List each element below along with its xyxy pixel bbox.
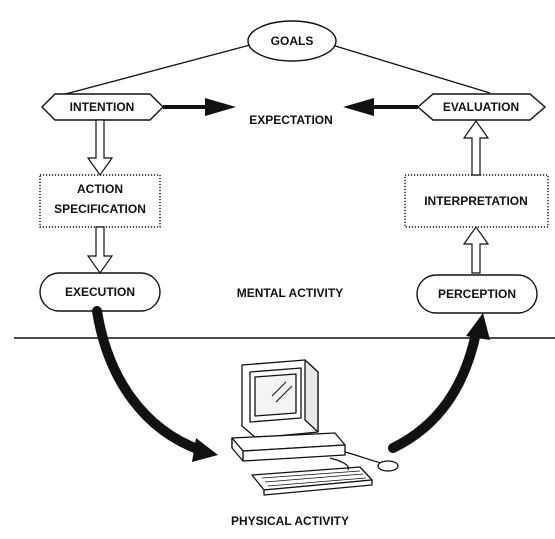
action-specification-label-line2: SPECIFICATION — [54, 202, 146, 216]
action-to-execution-arrow — [86, 226, 114, 275]
interpretation-to-evaluation-arrow — [462, 119, 490, 176]
perception-node: PERCEPTION — [416, 274, 538, 314]
intention-to-expectation-arrow — [163, 98, 236, 116]
action-specification-label-line1: ACTION — [77, 182, 123, 196]
intention-node: INTENTION — [41, 93, 164, 121]
evaluation-node: EVALUATION — [416, 93, 547, 121]
computer-icon — [231, 359, 399, 496]
goals-to-intention-line — [57, 44, 251, 97]
expectation-label: EXPECTATION — [249, 113, 333, 127]
interpretation-node: INTERPRETATION — [404, 174, 549, 228]
execution-to-computer-arrow — [92, 306, 218, 462]
computer-to-perception-arrow — [388, 313, 490, 453]
goals-node: GOALS — [247, 20, 337, 62]
evaluation-to-expectation-arrow — [343, 98, 418, 116]
perception-label: PERCEPTION — [438, 287, 516, 301]
execution-label: EXECUTION — [65, 285, 135, 299]
goals-to-evaluation-line — [331, 44, 491, 94]
intention-to-action-arrow — [86, 119, 114, 177]
physical-activity-label: PHYSICAL ACTIVITY — [231, 514, 349, 528]
goals-label: GOALS — [271, 34, 314, 48]
mental-activity-label: MENTAL ACTIVITY — [237, 286, 343, 300]
execution-node: EXECUTION — [39, 272, 161, 312]
interpretation-label: INTERPRETATION — [424, 194, 528, 208]
action-specification-node: ACTION SPECIFICATION — [39, 174, 161, 228]
evaluation-label: EVALUATION — [443, 100, 519, 114]
perception-to-interpretation-arrow — [462, 225, 490, 274]
intention-label: INTENTION — [70, 100, 135, 114]
